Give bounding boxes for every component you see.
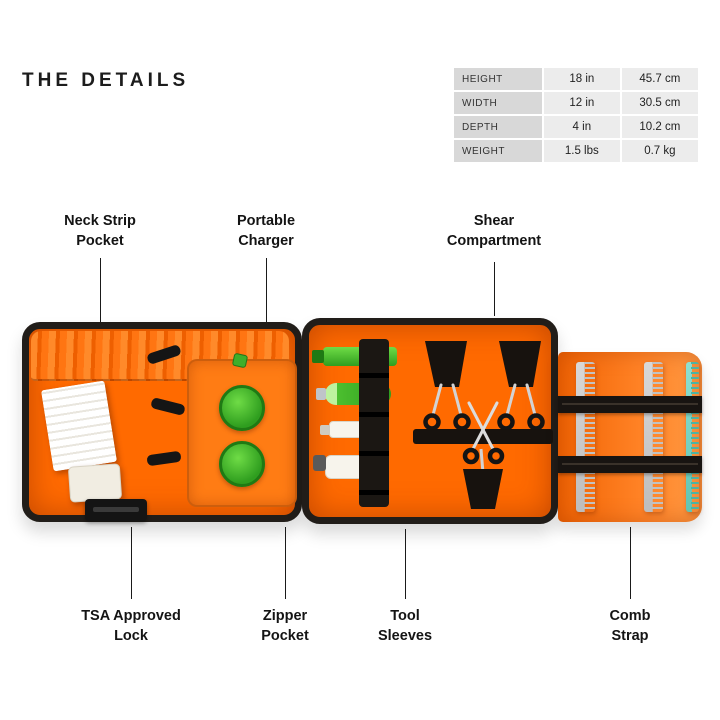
bottle-cap — [312, 350, 324, 363]
callout-shear-compartment: Shear Compartment — [446, 213, 542, 249]
spec-value-imperial: 4 in — [543, 116, 620, 138]
green-container — [219, 385, 265, 431]
spec-row-weight: WEIGHT 1.5 lbs 0.7 kg — [454, 140, 698, 162]
neck-strips-box — [40, 380, 118, 472]
portable-charger — [67, 463, 123, 503]
sprayer-trigger — [313, 455, 326, 471]
leader-line-neck-strip-pocket — [100, 258, 101, 333]
spec-label: HEIGHT — [454, 68, 542, 90]
spec-value-imperial: 12 in — [543, 92, 620, 114]
case-left-panel — [22, 322, 302, 522]
spec-value-imperial: 1.5 lbs — [543, 140, 620, 162]
elastic-loop — [146, 450, 182, 467]
comb-strap-top — [558, 396, 702, 413]
zipper-pocket — [187, 352, 297, 507]
spec-label: DEPTH — [454, 116, 542, 138]
zipper-pull — [231, 352, 249, 369]
spec-row-depth: DEPTH 4 in 10.2 cm — [454, 116, 698, 138]
leader-line-tsa-lock — [131, 527, 132, 599]
callout-zipper-pocket: Zipper Pocket — [261, 608, 309, 644]
spec-value-imperial: 18 in — [543, 68, 620, 90]
spec-label: WEIGHT — [454, 140, 542, 162]
leader-line-shear-compartment — [494, 262, 495, 316]
callout-tsa-approved-lock: TSA Approved Lock — [81, 608, 181, 644]
clipper-blade — [316, 388, 326, 400]
leader-line-comb-strap — [630, 527, 631, 599]
callout-comb-strap: Comb Strap — [609, 608, 651, 644]
tsa-lock — [85, 499, 147, 521]
comb-silver — [644, 362, 663, 512]
case-right-panel — [302, 318, 558, 524]
callout-tool-sleeves: Tool Sleeves — [377, 608, 433, 644]
leader-line-zipper-pocket — [285, 527, 286, 599]
shear-compartment-graphic — [413, 341, 553, 509]
spec-table: HEIGHT 18 in 45.7 cm WIDTH 12 in 30.5 cm… — [452, 66, 700, 164]
comb-flap — [558, 352, 702, 522]
spec-value-metric: 30.5 cm — [621, 92, 698, 114]
spec-label: WIDTH — [454, 92, 542, 114]
comb-strap-bottom — [558, 456, 702, 473]
spec-row-height: HEIGHT 18 in 45.7 cm — [454, 68, 698, 90]
leader-line-tool-sleeves — [405, 529, 406, 599]
comb-silver — [576, 362, 595, 512]
elastic-loop — [150, 397, 186, 416]
spec-value-metric: 10.2 cm — [621, 116, 698, 138]
callout-portable-charger: Portable Charger — [236, 213, 296, 249]
callout-neck-strip-pocket: Neck Strip Pocket — [64, 213, 136, 249]
tool-sleeve-strap — [359, 339, 389, 507]
spec-value-metric: 0.7 kg — [621, 140, 698, 162]
green-container — [219, 441, 265, 487]
spec-row-width: WIDTH 12 in 30.5 cm — [454, 92, 698, 114]
page-title: THE DETAILS — [22, 70, 190, 91]
bottle-cap — [320, 425, 330, 435]
leader-line-portable-charger — [266, 258, 267, 330]
spec-value-metric: 45.7 cm — [621, 68, 698, 90]
comb-teal — [686, 362, 699, 512]
